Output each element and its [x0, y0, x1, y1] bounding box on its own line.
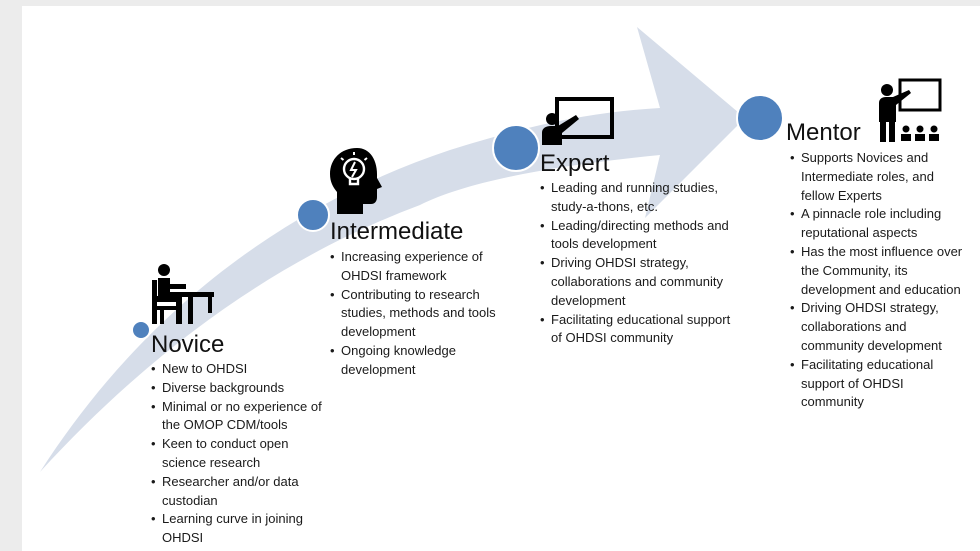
- stage-title-expert: Expert: [540, 150, 610, 177]
- novice-bullet: Learning curve in joining OHDSI: [151, 510, 331, 548]
- novice-bullet: Minimal or no experience of the OMOP CDM…: [151, 398, 331, 436]
- stage-dot-intermediate: [296, 198, 330, 232]
- mentor-bullet: Facilitating educational support of OHDS…: [790, 356, 970, 412]
- expert-bullet: Leading/directing methods and tools deve…: [540, 217, 735, 255]
- novice-bullet-list: New to OHDSI Diverse backgrounds Minimal…: [151, 360, 331, 548]
- expert-bullet-list: Leading and running studies, study-a-tho…: [540, 179, 735, 348]
- mentor-bullet: Has the most influence over the Communit…: [790, 243, 970, 299]
- intermediate-bullet: Ongoing knowledge development: [330, 342, 520, 380]
- person-presenting-icon: [542, 97, 614, 145]
- teacher-classroom-icon: [879, 78, 942, 142]
- intermediate-bullet: Contributing to research studies, method…: [330, 286, 520, 342]
- mentor-bullet: A pinnacle role including reputational a…: [790, 205, 970, 243]
- stage-title-mentor: Mentor: [786, 119, 861, 146]
- novice-bullet: Researcher and/or data custodian: [151, 473, 331, 511]
- novice-bullet: Keen to conduct open science research: [151, 435, 331, 473]
- novice-bullet: Diverse backgrounds: [151, 379, 331, 398]
- expert-bullet: Leading and running studies, study-a-tho…: [540, 179, 735, 217]
- mentor-bullet: Driving OHDSI strategy, collaborations a…: [790, 299, 970, 355]
- stage-dot-expert: [492, 124, 540, 172]
- expert-bullet: Facilitating educational support of OHDS…: [540, 311, 735, 349]
- mentor-bullet-list: Supports Novices and Intermediate roles,…: [790, 149, 970, 412]
- novice-bullet: New to OHDSI: [151, 360, 331, 379]
- stage-dot-mentor: [736, 94, 784, 142]
- stage-title-intermediate: Intermediate: [330, 218, 464, 245]
- person-at-desk-icon: [152, 264, 214, 324]
- expert-bullet: Driving OHDSI strategy, collaborations a…: [540, 254, 735, 310]
- stage-title-novice: Novice: [151, 331, 225, 358]
- stage-dot-novice: [131, 320, 151, 340]
- head-lightbulb-icon: [330, 148, 382, 214]
- intermediate-bullet-list: Increasing experience of OHDSI framework…: [330, 248, 520, 380]
- intermediate-bullet: Increasing experience of OHDSI framework: [330, 248, 520, 286]
- mentor-bullet: Supports Novices and Intermediate roles,…: [790, 149, 970, 205]
